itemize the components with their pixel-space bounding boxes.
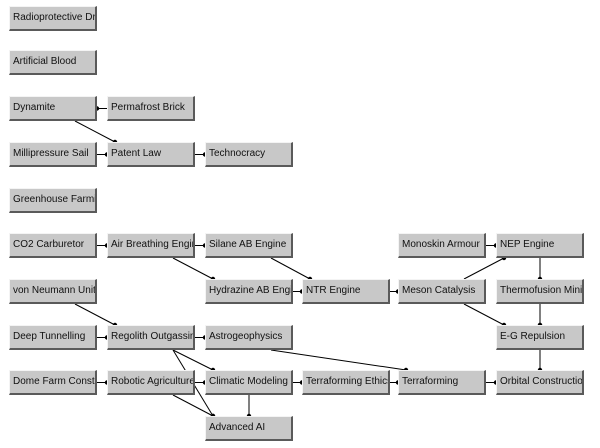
tech-node-meson-catalysis[interactable]: Meson Catalysis xyxy=(398,279,486,304)
tech-node-nep-engine[interactable]: NEP Engine xyxy=(496,233,584,258)
tech-node-dome-farm-construction[interactable]: Dome Farm Constru xyxy=(9,370,97,395)
link-meson-catalysis-to-nep-engine xyxy=(463,257,505,280)
link-astrogeophysics-to-terraforming xyxy=(270,349,407,371)
tech-node-greenhouse-farming[interactable]: Greenhouse Farming xyxy=(9,188,97,213)
link-robotic-agriculture-to-advanced-ai xyxy=(172,394,214,417)
tech-node-permafrost-brick[interactable]: Permafrost Brick xyxy=(107,96,195,121)
link-silane-ab-engine-to-ntr-engine xyxy=(270,257,311,280)
link-dynamite-to-patent-law xyxy=(74,120,116,143)
tech-node-patent-law[interactable]: Patent Law xyxy=(107,142,195,167)
tech-node-robotic-agriculture[interactable]: Robotic Agriculture xyxy=(107,370,195,395)
tech-node-terraforming-ethics[interactable]: Terraforming Ethics xyxy=(302,370,390,395)
tech-node-regolith-outgassing[interactable]: Regolith Outgassing xyxy=(107,325,195,350)
tech-node-astrogeophysics[interactable]: Astrogeophysics xyxy=(205,325,293,350)
link-regolith-outgassing-to-climatic-modeling xyxy=(172,349,214,371)
tech-node-monoskin-armour[interactable]: Monoskin Armour xyxy=(398,233,486,258)
tech-node-deep-tunnelling[interactable]: Deep Tunnelling xyxy=(9,325,97,350)
tech-node-co2-carburetor[interactable]: CO2 Carburetor xyxy=(9,233,97,258)
tech-node-advanced-ai[interactable]: Advanced AI xyxy=(205,416,293,441)
tech-node-dynamite[interactable]: Dynamite xyxy=(9,96,97,121)
link-air-breathing-engine-to-hydrazine-ab-engine xyxy=(172,257,214,280)
tech-node-climatic-modeling[interactable]: Climatic Modeling xyxy=(205,370,293,395)
tech-node-millipressure-sail[interactable]: Millipressure Sail xyxy=(9,142,97,167)
tech-node-thermofusion-mining[interactable]: Thermofusion Minin xyxy=(496,279,584,304)
tech-node-hydrazine-ab-engine[interactable]: Hydrazine AB Engin xyxy=(205,279,293,304)
tech-node-radioprotective[interactable]: Radioprotective Dru xyxy=(9,6,97,31)
tech-node-air-breathing-engine[interactable]: Air Breathing Engine xyxy=(107,233,195,258)
link-von-neumann-units-to-regolith-outgassing xyxy=(74,303,116,326)
tech-node-von-neumann-units[interactable]: von Neumann Units xyxy=(9,279,97,304)
tech-node-orbital-construction[interactable]: Orbital Construction xyxy=(496,370,584,395)
tech-node-terraforming[interactable]: Terraforming xyxy=(398,370,486,395)
tech-node-ntr-engine[interactable]: NTR Engine xyxy=(302,279,390,304)
tech-node-eg-repulsion[interactable]: E-G Repulsion xyxy=(496,325,584,350)
tech-node-silane-ab-engine[interactable]: Silane AB Engine xyxy=(205,233,293,258)
tech-node-artificial-blood[interactable]: Artificial Blood xyxy=(9,50,97,75)
tech-node-technocracy[interactable]: Technocracy xyxy=(205,142,293,167)
link-meson-catalysis-to-eg-repulsion xyxy=(463,303,505,326)
